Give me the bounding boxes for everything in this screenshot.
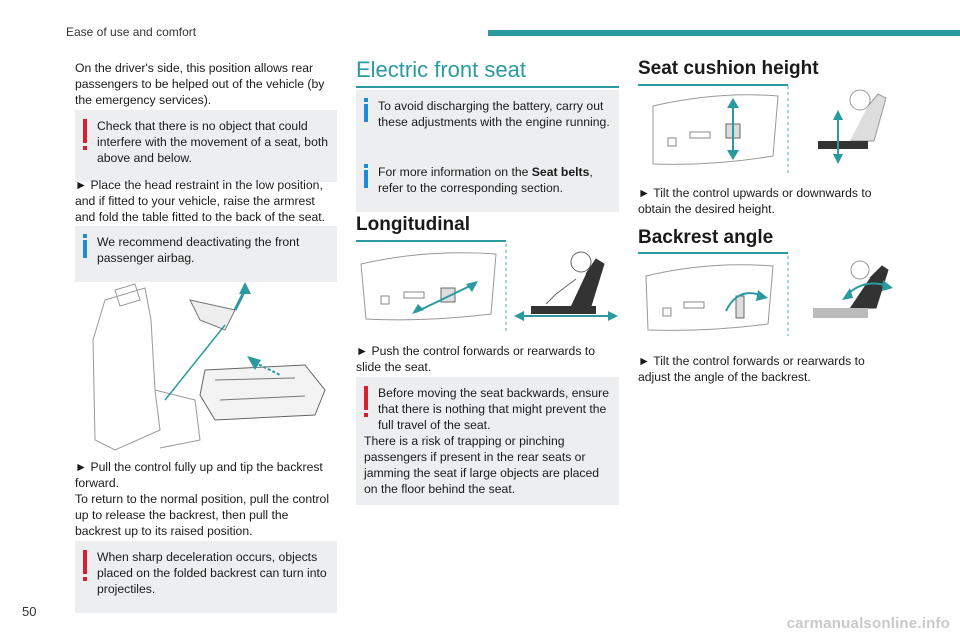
intro-text: On the driver's side, this position allo…: [75, 61, 325, 107]
step-text: ► Tilt the control forwards or rearwards…: [638, 354, 865, 384]
section-heading: Seat cushion height: [638, 58, 819, 79]
heading-underline: [356, 240, 506, 242]
section-heading: Longitudinal: [356, 214, 470, 235]
watermark: carmanualsonline.info: [786, 615, 950, 632]
info-icon: [364, 98, 368, 122]
warning-text: When sharp deceleration occurs, objects …: [97, 550, 327, 596]
section-title: Ease of use and comfort: [66, 25, 197, 39]
step-text: ► Pull the control fully up and tip the …: [75, 460, 323, 490]
warning-box: When sharp deceleration occurs, objects …: [75, 541, 337, 613]
info-icon: [83, 234, 87, 258]
heading-underline: [356, 86, 619, 88]
page-number: 50: [22, 604, 37, 619]
warning-text: Before moving the seat backwards, ensure…: [378, 386, 610, 432]
warning-icon: [83, 119, 87, 150]
heading-underline: [638, 252, 788, 254]
section-heading: Backrest angle: [638, 227, 774, 248]
info-box: To avoid discharging the battery, carry …: [356, 90, 619, 162]
warning-box: Before moving the seat backwards, ensure…: [356, 377, 619, 505]
info-text: For more information on the Seat belts, …: [378, 165, 593, 195]
step-text: ► Push the control forwards or rearwards…: [356, 344, 595, 374]
heading-underline: [638, 84, 788, 86]
backrest-angle-illustration: [638, 256, 900, 336]
warning-icon: [83, 550, 87, 581]
info-text: To avoid discharging the battery, carry …: [378, 99, 610, 129]
info-box: For more information on the Seat belts, …: [356, 156, 619, 212]
info-text: We recommend deactivating the front pass…: [97, 235, 300, 265]
seat-height-illustration: [638, 86, 900, 176]
main-heading: Electric front seat: [356, 57, 526, 82]
step-text: To return to the normal position, pull t…: [75, 492, 330, 538]
longitudinal-illustration: [356, 244, 619, 334]
warning-box: Check that there is no object that could…: [75, 110, 337, 182]
step-text: ► Place the head restraint in the low po…: [75, 178, 326, 224]
warning-icon: [364, 386, 368, 417]
warning-text: There is a risk of trapping or pinching …: [364, 434, 600, 496]
warning-text: Check that there is no object that could…: [97, 119, 329, 165]
header-accent-bar: [488, 30, 960, 36]
info-box: We recommend deactivating the front pass…: [75, 226, 337, 282]
step-text: ► Tilt the control upwards or downwards …: [638, 186, 872, 216]
backrest-fold-illustration: [85, 280, 335, 455]
info-icon: [364, 164, 368, 188]
